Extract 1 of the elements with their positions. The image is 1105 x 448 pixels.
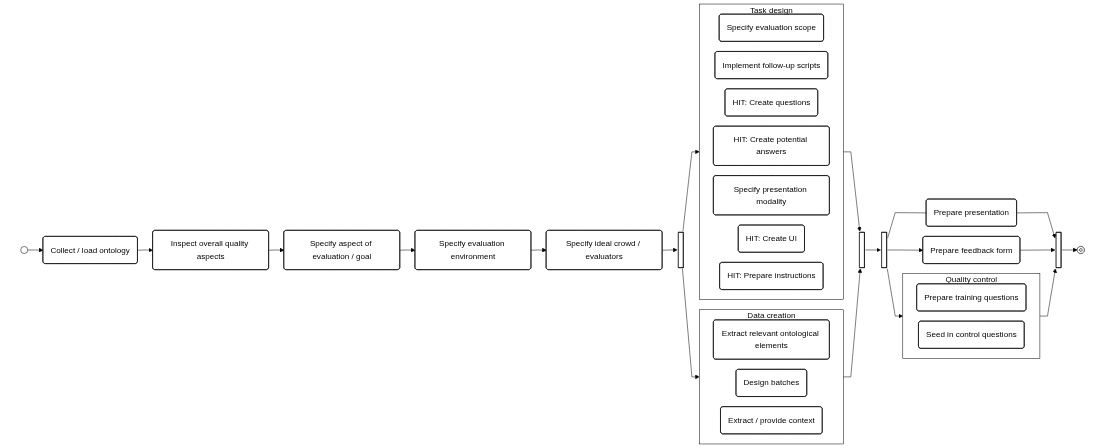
node-circle — [20, 246, 28, 254]
